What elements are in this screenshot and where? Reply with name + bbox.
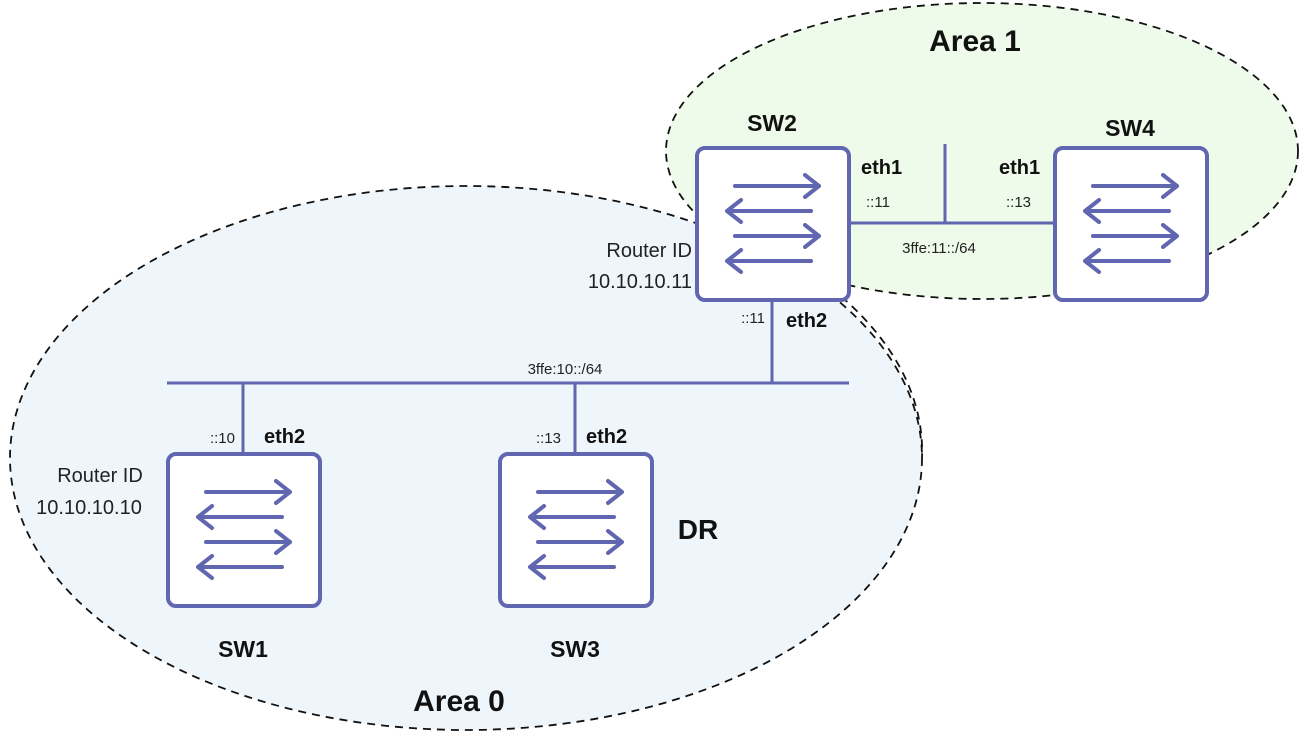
- switch-icon: [498, 452, 654, 608]
- sw3-switch[interactable]: [498, 452, 654, 608]
- sw2-router-id-label: Router ID: [606, 240, 692, 262]
- sw1-router-id-label: Router ID: [57, 465, 143, 487]
- sw2-name: SW2: [747, 110, 797, 136]
- sw1-switch[interactable]: [166, 452, 322, 608]
- sw2-eth1-address: ::11: [866, 194, 890, 211]
- network-11-label: 3ffe:11::/64: [902, 240, 976, 257]
- sw1-port: eth2: [264, 426, 305, 448]
- sw3-dr-badge: DR: [678, 514, 718, 545]
- sw4-switch[interactable]: [1053, 146, 1209, 302]
- sw4-port: eth1: [999, 157, 1040, 179]
- area-1-label: Area 1: [929, 25, 1021, 58]
- sw2-router-id: 10.10.10.11: [588, 271, 692, 293]
- sw1-address: ::10: [210, 430, 235, 447]
- sw3-port: eth2: [586, 426, 627, 448]
- network-10-label: 3ffe:10::/64: [528, 361, 603, 378]
- sw2-eth1-port: eth1: [861, 157, 902, 179]
- sw1-name: SW1: [218, 636, 268, 662]
- switch-icon: [166, 452, 322, 608]
- sw2-switch[interactable]: [695, 146, 851, 302]
- switch-icon: [695, 146, 851, 302]
- area-0-label: Area 0: [413, 685, 505, 718]
- sw2-eth2-address: ::11: [741, 310, 765, 327]
- sw4-name: SW4: [1105, 115, 1155, 141]
- sw4-address: ::13: [1006, 194, 1031, 211]
- sw3-address: ::13: [536, 430, 561, 447]
- sw1-router-id: 10.10.10.10: [36, 497, 142, 519]
- switch-icon: [1053, 146, 1209, 302]
- sw3-name: SW3: [550, 636, 600, 662]
- sw2-eth2-port: eth2: [786, 310, 827, 332]
